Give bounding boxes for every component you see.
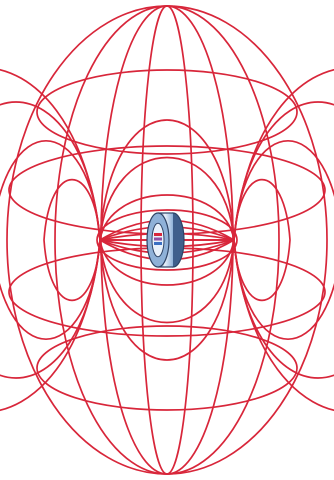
field-line-right-loop-4: [234, 68, 334, 413]
field-line-left-loop-3: [0, 102, 100, 378]
field-line-right-loop-3: [234, 102, 334, 378]
field-line-ring-4: [37, 326, 297, 410]
magnet-band-1: [154, 233, 162, 236]
field-line-right-loop-1: [234, 180, 290, 301]
field-line-left-loop-1: [44, 180, 100, 301]
ring-magnet: [147, 213, 184, 267]
magnet-band-3: [154, 242, 162, 245]
field-line-left-loop-4: [0, 68, 100, 413]
magnet-band-2: [154, 238, 162, 241]
field-line-ring-1: [37, 70, 297, 154]
